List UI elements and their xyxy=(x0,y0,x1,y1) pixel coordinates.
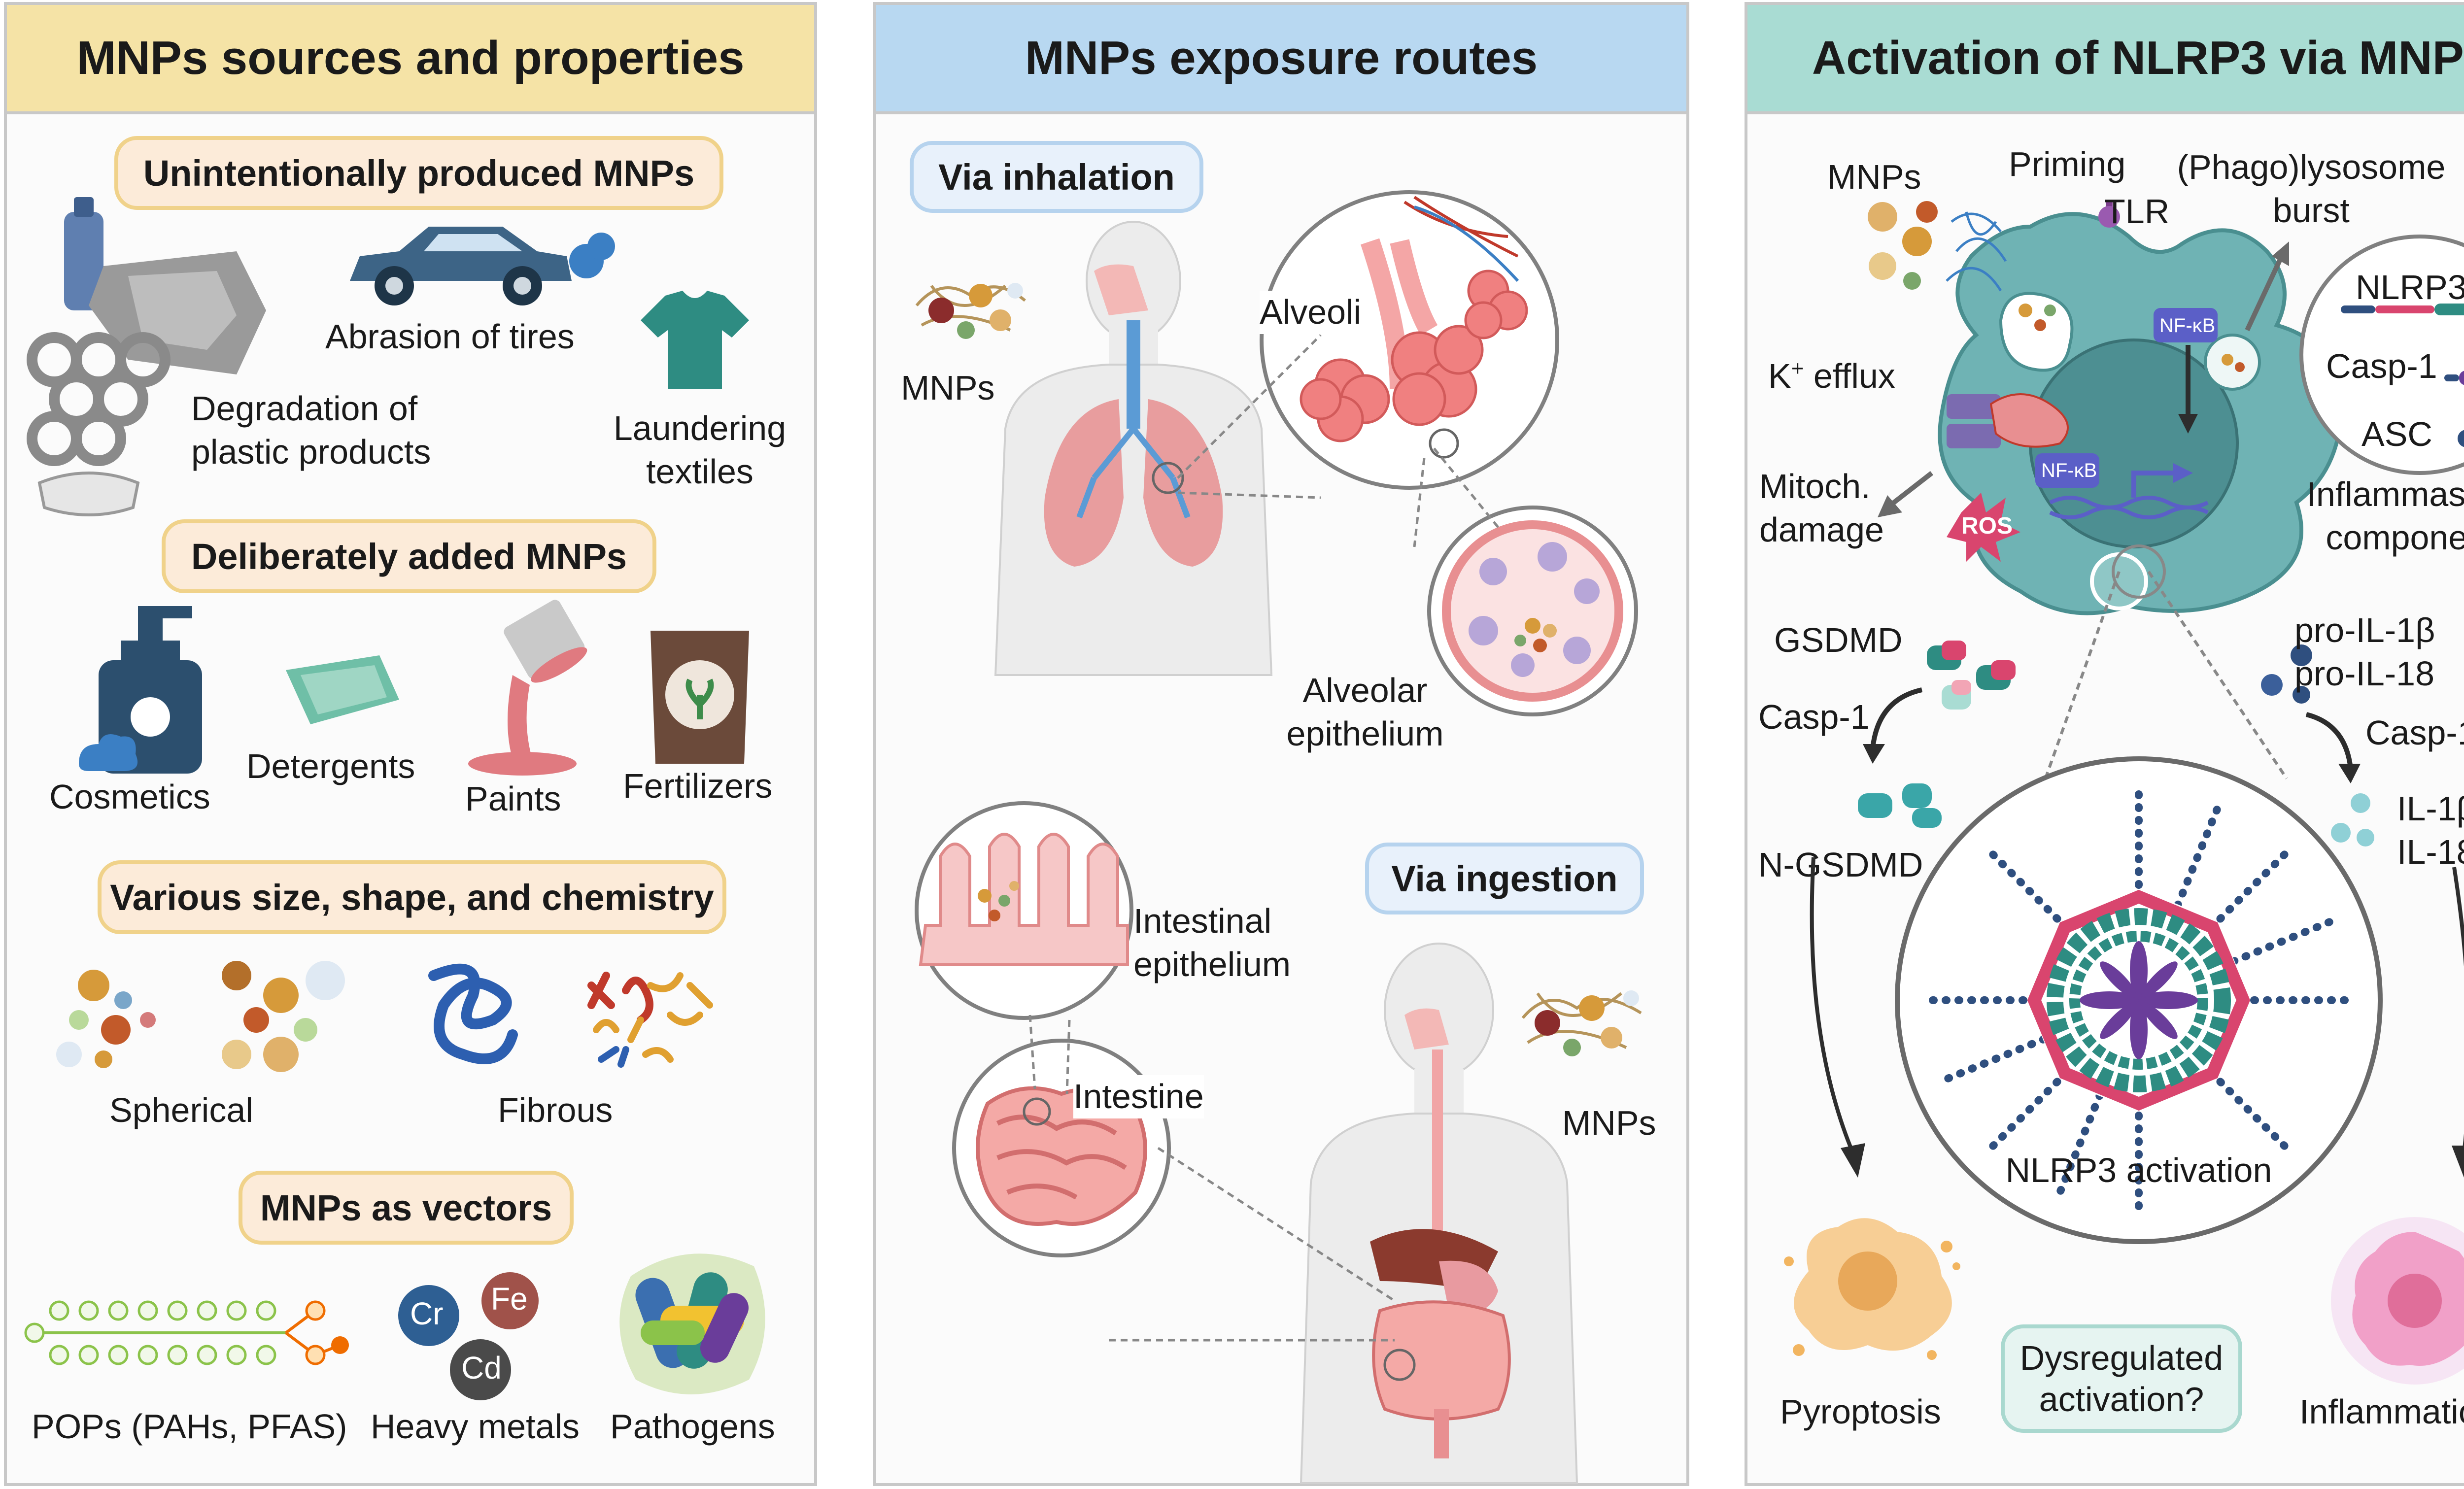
label-laundering: Laundering textiles xyxy=(613,409,787,491)
label-gsdmd: GSDMD xyxy=(1774,621,1903,659)
dysregulated-activation-box: Dysregulated activation? xyxy=(2001,1324,2242,1433)
label-k-efflux: K+ efflux xyxy=(1768,355,1895,398)
label-detergents: Detergents xyxy=(246,747,415,785)
label-mnps-ingestion: MNPs xyxy=(1562,1104,1656,1142)
label-priming: Priming xyxy=(2009,145,2126,183)
mnps-cluster-inhalation xyxy=(915,283,1026,339)
component-casp1: Casp-1 xyxy=(2326,347,2437,385)
plastic-waste-icon xyxy=(27,197,266,516)
inflammation-cell xyxy=(2331,1217,2464,1385)
label-ros: ROS xyxy=(1961,513,2013,539)
label-fertilizers: Fertilizers xyxy=(623,767,773,805)
panel-title-exposure: MNPs exposure routes xyxy=(876,5,1686,114)
mito-arrow xyxy=(1878,471,1934,517)
intestinal-epithelium-circle xyxy=(915,801,1133,1020)
label-mnps-inhalation: MNPs xyxy=(901,369,995,407)
label-pops: POPs (PAHs, PFAS) xyxy=(32,1407,347,1446)
label-n-gsdmd: N-GSDMD xyxy=(1758,846,1923,884)
pathway-arrows xyxy=(1810,857,2464,1178)
paint-icon xyxy=(468,600,587,776)
mnps-cluster-nlrp3 xyxy=(1868,201,2007,292)
alveoli-zoom-circle xyxy=(1260,190,1559,490)
label-mitochondrial-damage: Mitoch. damage xyxy=(1759,467,1884,549)
pathogens-icon xyxy=(619,1253,765,1394)
k-symbol: K xyxy=(1768,357,1791,395)
heading-vectors: MNPs as vectors xyxy=(239,1171,574,1245)
zoom-lines-inhalation xyxy=(1177,334,1499,547)
pyroptosis-cell xyxy=(1784,1218,1960,1360)
label-alveolar-epithelium: Alveolar epithelium xyxy=(1286,671,1444,753)
label-nlrp3-activation: NLRP3 activation xyxy=(2005,1151,2272,1189)
label-intestinal-epithelium: Intestinal epithelium xyxy=(1133,902,1291,983)
torso-lungs-illustration xyxy=(994,221,1273,676)
label-casp1-right: Casp-1 xyxy=(2365,713,2464,752)
label-inflammation: Inflammation xyxy=(2299,1392,2464,1431)
fibrous-particles-icon xyxy=(428,963,713,1068)
casp1-left-arrow xyxy=(1863,687,1923,764)
k-efflux-text: efflux xyxy=(1804,357,1895,395)
label-degradation: Degradation of plastic products xyxy=(191,389,431,471)
component-nlrp3: NLRP3 xyxy=(2356,268,2464,306)
label-pathogens: Pathogens xyxy=(610,1407,775,1446)
cosmetics-icon xyxy=(79,606,202,774)
label-fibrous: Fibrous xyxy=(498,1091,613,1129)
macrophage-cell xyxy=(1938,202,2343,615)
mature-il-cytokines xyxy=(2331,793,2374,846)
label-pro-il: pro-IL-1β pro-IL-18 xyxy=(2294,611,2435,693)
component-asc: ASC xyxy=(2361,415,2432,453)
nlrp3-activation-circle xyxy=(1895,544,2383,1244)
spherical-particles-icon xyxy=(56,961,345,1072)
label-casp1-left: Casp-1 xyxy=(1758,698,1870,736)
alveolar-epithelium-circle xyxy=(1427,506,1638,716)
k-charge: + xyxy=(1791,356,1804,381)
heading-inhalation: Via inhalation xyxy=(910,141,1203,213)
pops-molecule-icon xyxy=(24,1300,349,1365)
panel-title-nlrp3: Activation of NLRP3 via MNPs xyxy=(1747,5,2464,114)
heading-deliberate: Deliberately added MNPs xyxy=(162,519,656,593)
detergent-icon xyxy=(286,655,399,724)
metal-symbol-cr: Cr xyxy=(410,1296,444,1331)
zoom-lines-ingestion xyxy=(1028,1015,1396,1342)
lysosome-arrow xyxy=(2245,241,2289,332)
torso-digestive-illustration xyxy=(1300,943,1578,1484)
label-cosmetics: Cosmetics xyxy=(49,778,210,816)
mnps-cluster-ingestion xyxy=(1521,990,1642,1056)
label-spherical: Spherical xyxy=(109,1091,253,1129)
label-nfkb-nucleus: NF-κB xyxy=(2041,460,2097,481)
casp1-right-arrow xyxy=(2305,712,2361,783)
label-pyroptosis: Pyroptosis xyxy=(1780,1392,1941,1431)
pro-il-cytokines xyxy=(2261,644,2312,704)
label-paints: Paints xyxy=(465,779,561,818)
shirt-icon xyxy=(641,291,749,389)
gsdmd-proteins xyxy=(1927,641,2016,710)
fertilizer-icon xyxy=(650,631,749,764)
panel-title-sources: MNPs sources and properties xyxy=(7,5,814,114)
heading-ingestion: Via ingestion xyxy=(1365,843,1644,914)
label-inflammasome-components: Inflammasome components xyxy=(2306,475,2464,557)
heavy-metals-icon xyxy=(398,1272,539,1400)
label-tlr: TLR xyxy=(2104,192,2170,231)
label-il: IL-1β IL-18 xyxy=(2397,789,2464,871)
heading-unintentional: Unintentionally produced MNPs xyxy=(114,136,723,210)
metal-symbol-fe: Fe xyxy=(491,1281,528,1317)
label-intestine: Intestine xyxy=(1073,1075,1204,1118)
label-nfkb-cytoplasm: NF-κB xyxy=(2159,315,2216,337)
label-abrasion: Abrasion of tires xyxy=(325,317,575,356)
heading-size-shape: Various size, shape, and chemistry xyxy=(98,860,726,934)
metal-symbol-cd: Cd xyxy=(461,1350,502,1386)
car-icon xyxy=(350,227,615,305)
label-alveoli: Alveoli xyxy=(1260,291,1362,334)
label-lysosome-burst: (Phago)lysosome burst xyxy=(2177,148,2446,230)
inflammasome-components-circle xyxy=(2299,235,2464,475)
n-gsdmd-fragments xyxy=(1858,783,1942,828)
label-mnps-cell: MNPs xyxy=(1827,158,1921,196)
label-heavy-metals: Heavy metals xyxy=(371,1407,580,1446)
